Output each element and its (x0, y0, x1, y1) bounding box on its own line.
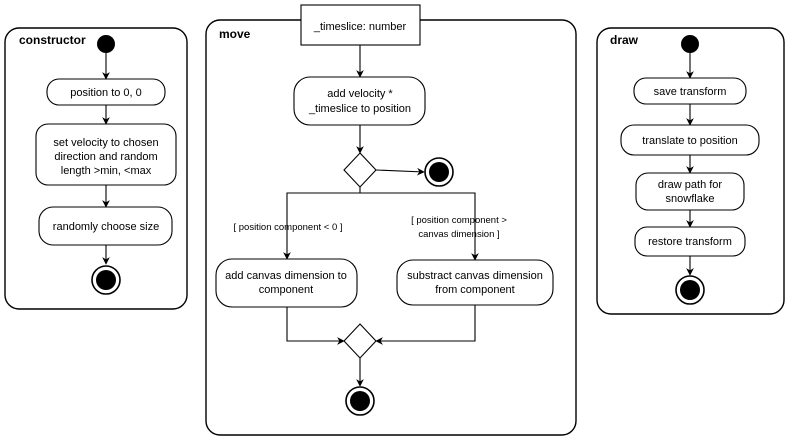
constructor-start-node (97, 35, 115, 53)
constructor-partition: constructor position to 0, 0 set velocit… (4, 27, 188, 310)
move-edge-right-branch (360, 192, 479, 261)
move-add-velocity-action (293, 76, 426, 126)
move-end-node-core (350, 391, 370, 411)
move-add-dimension-line-1: add canvas dimension to (225, 270, 347, 282)
draw-translate-label: translate to position (642, 135, 737, 147)
constructor-end-node-core (96, 270, 116, 290)
move-guard-greater-line-2: canvas dimension ] (418, 229, 499, 240)
move-subtract-dimension-action (396, 259, 554, 306)
draw-end-node-core (680, 280, 700, 300)
draw-start-node (681, 35, 699, 53)
draw-restore-label: restore transform (648, 236, 732, 248)
move-edge-to-final (375, 167, 425, 176)
move-parameter-label: _timeslice: number (313, 21, 407, 33)
constructor-size-label: randomly choose size (53, 221, 159, 233)
constructor-position-label: position to 0, 0 (70, 87, 142, 99)
move-title: move (219, 27, 251, 41)
move-subtract-dimension-line-1: substract canvas dimension (407, 270, 543, 282)
move-add-velocity-line-1: add velocity * (327, 88, 393, 100)
move-edge-left-merge (286, 307, 345, 345)
draw-path-line-2: snowflake (666, 193, 715, 205)
move-guard-greater-line-1: [ position component > (411, 215, 507, 226)
move-mid-end-node-core (429, 162, 449, 182)
move-subtract-dimension-line-2: from component (435, 284, 514, 296)
move-add-velocity-line-2: _timeslice to position (308, 103, 411, 115)
move-partition: move _timeslice: number add velocity * _… (205, 4, 577, 436)
move-add-dimension-line-2: component (259, 284, 313, 296)
move-add-dimension-action (215, 258, 358, 308)
draw-title: draw (610, 33, 639, 47)
constructor-velocity-line-3: length >min, <max (61, 165, 152, 177)
constructor-velocity-line-2: direction and random (54, 151, 157, 163)
move-guard-less-than: [ position component < 0 ] (233, 222, 342, 233)
draw-save-label: save transform (654, 86, 727, 98)
constructor-title: constructor (19, 33, 86, 47)
move-edge-right-merge (375, 305, 476, 345)
draw-partition: draw save transform translate to positio… (596, 27, 785, 315)
draw-path-line-1: draw path for (658, 179, 723, 191)
constructor-velocity-line-1: set velocity to chosen (53, 137, 158, 149)
move-edge-left-branch (283, 187, 361, 260)
